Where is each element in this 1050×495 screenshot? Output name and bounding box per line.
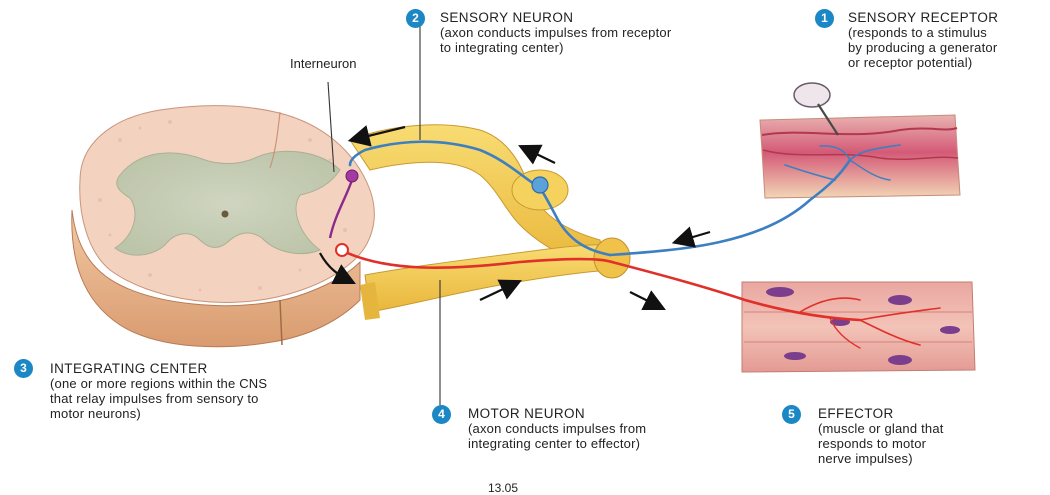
interneuron-label: Interneuron	[290, 56, 357, 71]
integrating-center-title: INTEGRATING CENTER	[50, 361, 370, 376]
ventral-root	[360, 245, 612, 320]
motor-neuron-desc-line: integrating center to effector)	[468, 436, 748, 451]
sensory-receptor-desc-line: by producing a generator	[848, 40, 1043, 55]
central-canal	[222, 211, 229, 218]
integrating-center-desc-line: (one or more regions within the CNS	[50, 376, 370, 391]
effector-title: EFFECTOR	[818, 406, 1028, 421]
integrating-center-label: INTEGRATING CENTER (one or more regions …	[50, 361, 370, 421]
motor-neuron-desc-line: (axon conducts impulses from	[468, 421, 748, 436]
muscle-effector-tissue	[742, 282, 975, 372]
sensory-cell-body	[532, 177, 548, 193]
sensory-neuron-label: SENSORY NEURON (axon conducts impulses f…	[440, 10, 770, 55]
integrating-center-desc-line: that relay impulses from sensory to	[50, 391, 370, 406]
sensory-receptor-label: SENSORY RECEPTOR (responds to a stimulus…	[848, 10, 1043, 70]
sensory-receptor-badge: 1	[815, 9, 834, 28]
sensory-receptor-desc-line: (responds to a stimulus	[848, 25, 1043, 40]
effector-desc-line: (muscle or gland that	[818, 421, 1028, 436]
spinal-cord	[72, 106, 375, 347]
skin-receptor-tissue	[760, 83, 960, 198]
sensory-neuron-desc-line: to integrating center)	[440, 40, 770, 55]
spinal-nerve	[594, 238, 630, 278]
effector-desc-line: nerve impulses)	[818, 451, 1028, 466]
sensory-neuron-desc-line: (axon conducts impulses from receptor	[440, 25, 770, 40]
effector-desc-line: responds to motor	[818, 436, 1028, 451]
sensory-receptor-desc-line: or receptor potential)	[848, 55, 1043, 70]
effector-label: EFFECTOR (muscle or gland that responds …	[818, 406, 1028, 466]
motor-cell-body	[336, 244, 348, 256]
integrating-center-badge: 3	[14, 359, 33, 378]
sensory-neuron-title: SENSORY NEURON	[440, 10, 770, 25]
effector-badge: 5	[782, 405, 801, 424]
figure-number: 13.05	[488, 481, 518, 495]
motor-neuron-title: MOTOR NEURON	[468, 406, 748, 421]
integrating-center-desc-line: motor neurons)	[50, 406, 370, 421]
motor-neuron-badge: 4	[432, 405, 451, 424]
motor-neuron-label: MOTOR NEURON (axon conducts impulses fro…	[468, 406, 748, 451]
sensory-receptor-title: SENSORY RECEPTOR	[848, 10, 1043, 25]
sensory-neuron-badge: 2	[406, 9, 425, 28]
pin-icon	[794, 83, 830, 107]
